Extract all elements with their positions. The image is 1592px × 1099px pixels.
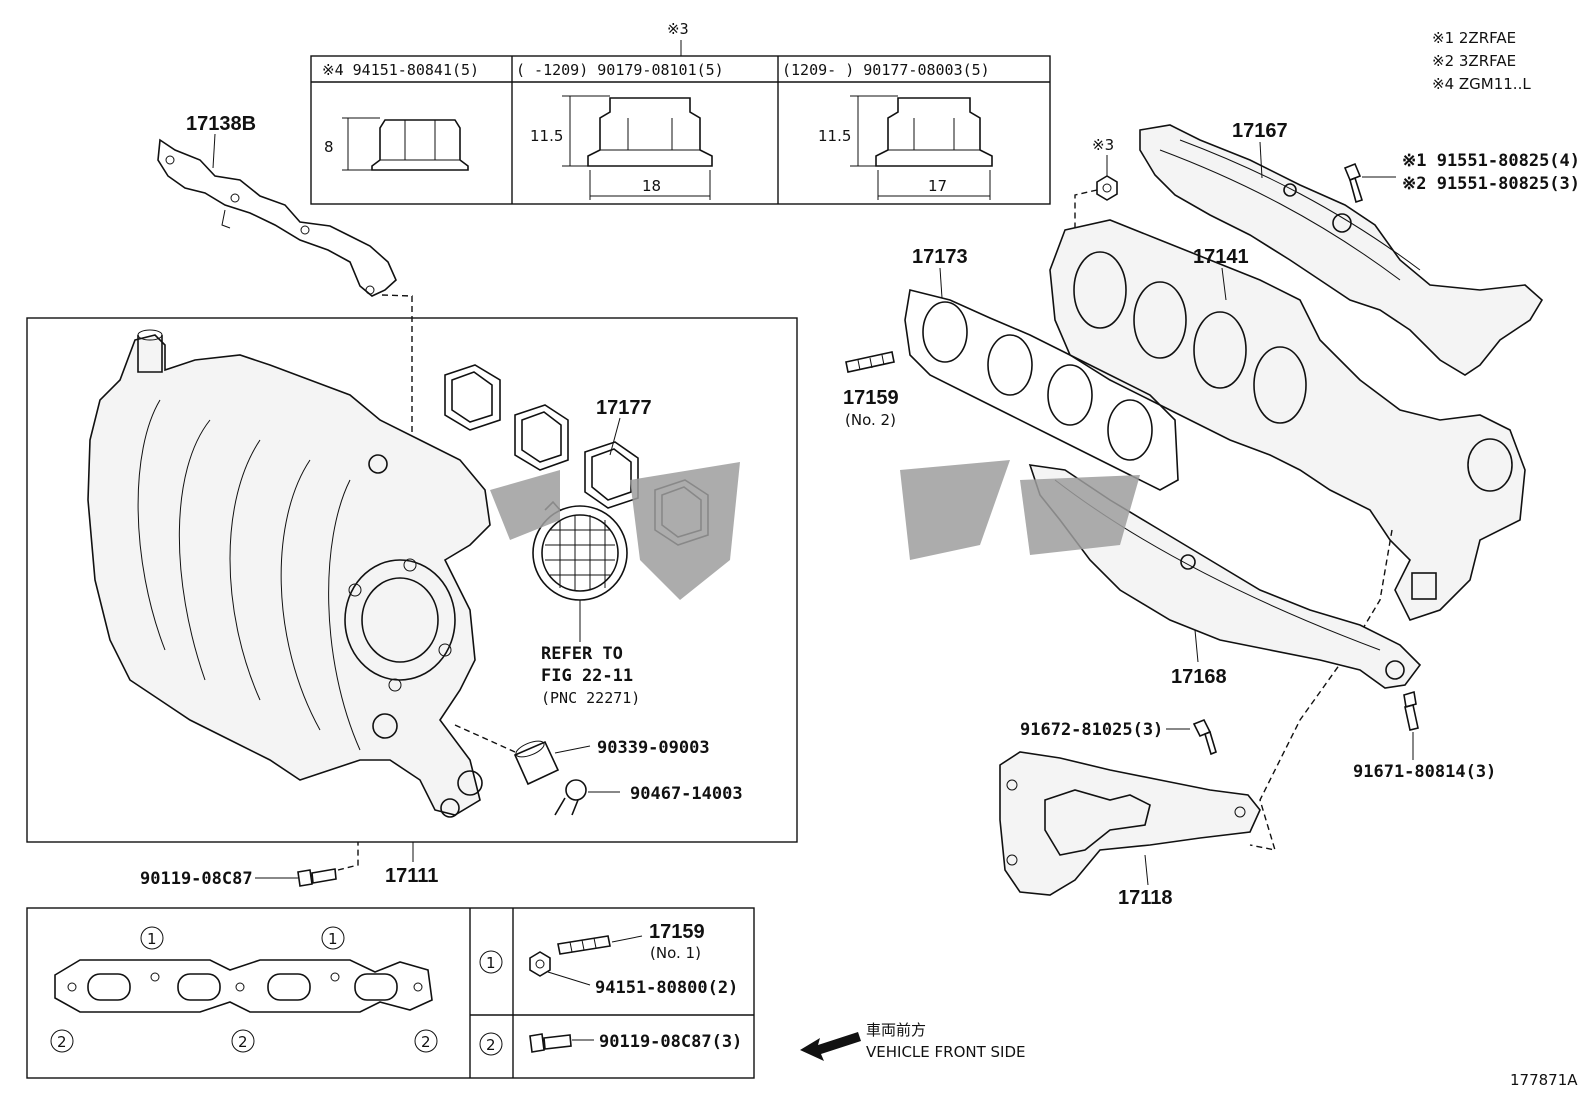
nut-col3-width: 17 [928,177,947,195]
detail-mark-2-row: 2 [486,1036,496,1054]
watermark-logo [490,460,1140,600]
nut-col1-height: 8 [324,138,334,156]
direction-en: VEHICLE FRONT SIDE [866,1043,1026,1061]
detail-nut-part: 94151-80800(2) [595,978,738,998]
flange-nut-icon-3 [850,95,993,200]
cap-90339-icon [513,740,560,786]
figure-id: 177871A [1510,1071,1578,1089]
label-17111: 17111 [385,865,438,887]
label-17168: 17168 [1171,666,1227,688]
bracket-17118 [999,751,1261,896]
label-bolt-2: ※2 91551-80825(3) [1402,174,1580,194]
detail-bolt-part: 90119-08C87(3) [599,1032,742,1052]
nut-94151-icon [529,951,551,977]
exhaust-gasket-17173 [904,289,1179,491]
vehicle-front-arrow-icon [800,1032,861,1061]
bracket-17138b [157,138,397,297]
label-90119: 90119-08C87 [140,869,253,889]
label-91672: 91672-81025(3) [1020,720,1163,740]
stud-17159-icon [557,935,611,955]
label-17177: 17177 [596,397,652,419]
intake-manifold-box [26,317,798,843]
engine-legend: ※1 2ZRFAE ※2 3ZRFAE ※4 ZGM11..L [1432,29,1531,93]
detail-mark-2b: 2 [238,1033,248,1051]
flange-nut-icon-2 [562,95,713,200]
legend-note-2: ※2 3ZRFAE [1432,52,1516,70]
bolt-90119-detail-icon [529,1033,572,1053]
nut-col3-header: (1209- ) 90177-08003(5) [782,61,990,79]
direction-jp: 車両前方 [866,1021,926,1039]
label-17118: 17118 [1118,887,1173,909]
detail-mark-1b: 1 [328,930,338,948]
nut-col2-height: 11.5 [530,127,563,145]
detail-stud-no: 17159 [649,921,705,943]
bolt-90119-icon [297,868,337,887]
label-90467: 90467-14003 [630,784,743,804]
gasket-detail-box: 1 1 2 2 2 1 2 17159 (No. 1) 94151-80800(… [26,907,755,1079]
detail-mark-2a: 2 [57,1033,67,1051]
clamp-90467-icon [554,779,587,816]
detail-stud-sub: (No. 1) [650,944,701,962]
bolt-91671-icon [1403,690,1419,731]
refer-line-3: (PNC 22271) [541,689,640,707]
label-17141: 17141 [1193,246,1249,268]
nut-table-mark: ※3 [667,20,689,38]
flange-nut-icon-1 [342,117,469,171]
label-nut-mark: ※3 [1092,136,1114,154]
label-90339: 90339-09003 [597,738,710,758]
nut-col1-header: ※4 94151-80841(5) [322,61,479,79]
refer-line-2: FIG 22-11 [541,666,633,686]
label-91671: 91671-80814(3) [1353,762,1496,782]
label-17167: 17167 [1232,120,1288,142]
legend-note-4: ※4 ZGM11..L [1432,75,1531,93]
label-bolt-1: ※1 91551-80825(4) [1402,151,1580,171]
stud-17159-no2-icon [845,351,895,373]
refer-line-1: REFER TO [541,644,623,664]
nut-spec-table: ※3 ※4 94151-80841(5) ( -1209) 90179-0810… [310,20,1051,205]
nut-col2-width: 18 [642,177,661,195]
exhaust-manifold-17141 [1049,219,1526,621]
intake-manifold-17111 [87,329,491,818]
nut-col2-header: ( -1209) 90179-08101(5) [516,61,724,79]
label-17159-sub: (No. 2) [845,411,896,429]
bolt-91672-icon [1192,718,1217,756]
detail-mark-1a: 1 [147,930,157,948]
label-17138b: 17138B [186,113,256,135]
label-17159: 17159 [843,387,899,409]
detail-mark-1-row: 1 [486,954,496,972]
nut-exhaust-icon [1096,175,1118,201]
detail-mark-2c: 2 [421,1033,431,1051]
legend-note-1: ※1 2ZRFAE [1432,29,1516,47]
bolt-91551-icon [1343,162,1364,204]
label-17173: 17173 [912,246,968,268]
nut-col3-height: 11.5 [818,127,851,145]
heat-insulator-17167 [1139,124,1544,376]
